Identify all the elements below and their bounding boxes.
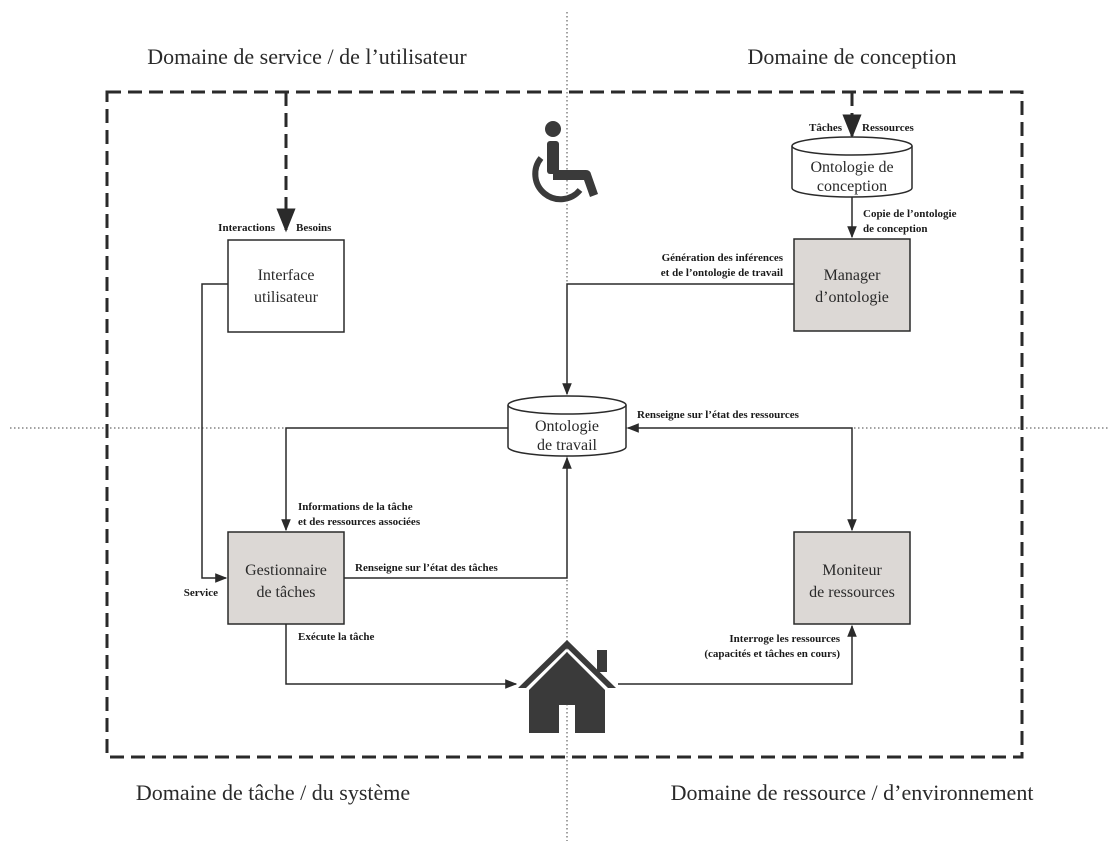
edge-interroge-ressources: [618, 624, 857, 685]
edge-generation-inferences: [562, 283, 794, 396]
edge-etat-ressources: [626, 423, 857, 532]
ontologie-travail-line2: de travail: [537, 437, 598, 454]
label-copie-line2: de conception: [863, 223, 927, 235]
wheelchair-user-icon: [532, 121, 598, 203]
ontologie-conception-line2: conception: [817, 178, 887, 195]
label-ressources: Ressources: [862, 122, 914, 134]
ontologie-travail-node[interactable]: Ontologie de travail: [507, 395, 627, 457]
edge-etat-taches: [344, 456, 572, 579]
interface-label-line1: Interface: [258, 267, 315, 284]
label-service: Service: [184, 587, 218, 599]
edge-service: [201, 283, 228, 583]
label-execute-tache: Exécute la tâche: [298, 631, 374, 643]
label-taches: Tâches: [809, 122, 843, 134]
edge-execute-tache: [285, 624, 518, 689]
interface-label-line2: utilisateur: [254, 289, 319, 306]
quadrant-title-conception: Domaine de conception: [748, 44, 957, 69]
label-interroge-line1: Interroge les ressources: [729, 633, 840, 645]
quadrant-title-ressource: Domaine de ressource / d’environnement: [671, 780, 1034, 805]
gestionnaire-taches-node[interactable]: Gestionnaire de tâches: [227, 531, 345, 625]
quadrant-title-service: Domaine de service / de l’utilisateur: [147, 44, 467, 69]
ontologie-travail-line1: Ontologie: [535, 418, 599, 435]
label-renseigne-taches: Renseigne sur l’état des tâches: [355, 562, 498, 574]
gestionnaire-label-line2: de tâches: [256, 584, 315, 601]
manager-ontologie-node[interactable]: Manager d’ontologie: [793, 238, 911, 332]
label-besoins: Besoins: [296, 222, 332, 234]
moniteur-ressources-node[interactable]: Moniteur de ressources: [793, 531, 911, 625]
label-interroge-line2: (capacités et tâches en cours): [704, 648, 840, 660]
ontologie-conception-line1: Ontologie de: [810, 159, 893, 176]
label-generation-line2: et de l’ontologie de travail: [661, 267, 783, 279]
manager-label-line1: Manager: [824, 267, 882, 284]
edge-informations-tache: [281, 427, 508, 532]
label-copie-line1: Copie de l’ontologie: [863, 208, 957, 220]
moniteur-label-line1: Moniteur: [822, 562, 882, 579]
interface-utilisateur-node[interactable]: Interface utilisateur: [227, 239, 345, 333]
label-interactions: Interactions: [218, 222, 276, 234]
label-informations-line1: Informations de la tâche: [298, 501, 413, 513]
ontologie-conception-node[interactable]: Ontologie de conception: [791, 136, 913, 198]
gestionnaire-label-line1: Gestionnaire: [245, 562, 327, 579]
label-generation-line1: Génération des inférences: [662, 252, 784, 264]
moniteur-label-line2: de ressources: [809, 584, 895, 601]
label-renseigne-ressources: Renseigne sur l’état des ressources: [637, 409, 800, 421]
label-informations-line2: et des ressources associées: [298, 516, 421, 528]
system-boundary: [105, 90, 1024, 759]
quadrant-title-tache: Domaine de tâche / du système: [136, 780, 410, 805]
manager-label-line2: d’ontologie: [815, 289, 889, 306]
house-icon: [518, 640, 616, 733]
